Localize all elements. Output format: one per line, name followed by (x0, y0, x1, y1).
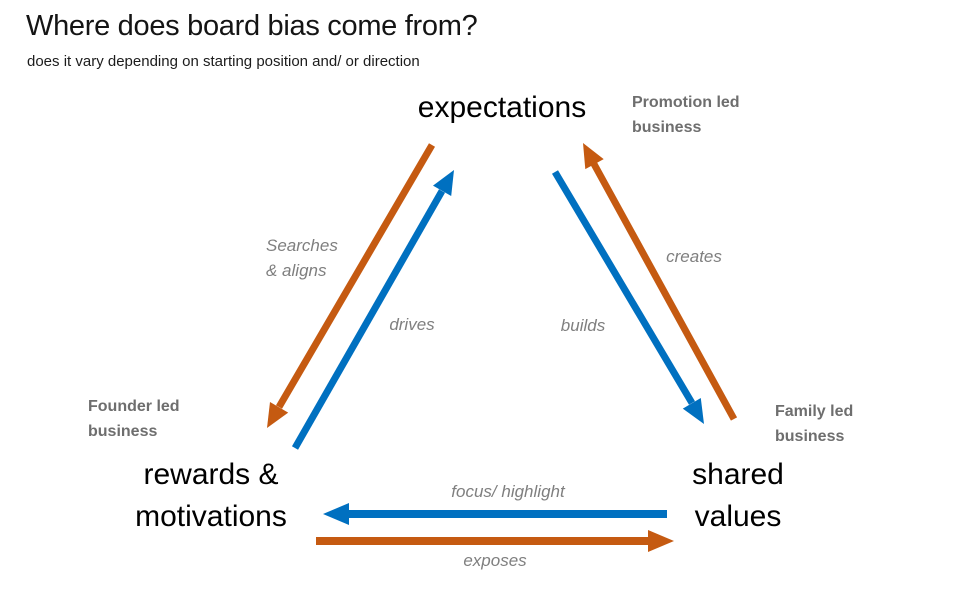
arrowhead (323, 503, 349, 525)
arrowhead (583, 143, 604, 170)
arrow-expectations-to-shared-blue (551, 170, 704, 424)
arrowhead (648, 530, 674, 552)
arrow-expectations-to-rewards-orange (267, 143, 436, 428)
context-promotion-line1: Promotion led (632, 94, 740, 111)
edge-label-creates: creates (666, 247, 722, 266)
arrow-rewards-to-shared-orange (316, 530, 674, 552)
page-subtitle: does it vary depending on starting posit… (27, 53, 420, 70)
edge-label-builds: builds (560, 316, 606, 335)
edge-label-exposes: exposes (463, 551, 527, 570)
node-rewards-line1: rewards & (143, 458, 279, 491)
context-founder-line1: Founder led (88, 398, 180, 415)
node-expectations: expectations (418, 87, 586, 129)
edge-searches-line2: & aligns (266, 261, 327, 280)
context-promotion-line2: business (632, 119, 702, 136)
edge-label-drives: drives (389, 315, 435, 334)
edge-searches-line1: Searches (266, 236, 338, 255)
node-rewards-line2: motivations (135, 500, 287, 533)
arrow-rewards-to-expectations-blue (291, 170, 454, 450)
arrow-shared-to-expectations-orange (583, 143, 738, 421)
context-label-promotion-led-business: Promotion led business (632, 90, 740, 140)
context-label-family-led-business: Family led business (775, 399, 853, 449)
arrow-shared-to-rewards-blue (323, 503, 667, 525)
arrowhead (682, 398, 704, 424)
node-rewards-motivations: rewards & motivations (135, 454, 287, 538)
context-label-founder-led-business: Founder led business (88, 394, 180, 444)
node-shared-line2: values (694, 500, 782, 533)
context-founder-line2: business (88, 423, 158, 440)
arrowhead (433, 170, 454, 196)
edge-label-searches-aligns: Searches & aligns (266, 233, 338, 283)
arrowhead (267, 402, 289, 428)
page-title: Where does board bias come from? (26, 10, 478, 42)
node-shared-values: shared values (692, 454, 784, 538)
context-family-line2: business (775, 428, 845, 445)
context-family-line1: Family led (775, 403, 854, 420)
edge-label-focus-highlight: focus/ highlight (451, 482, 565, 501)
node-expectations-label: expectations (417, 91, 587, 124)
node-shared-line1: shared (692, 458, 784, 491)
